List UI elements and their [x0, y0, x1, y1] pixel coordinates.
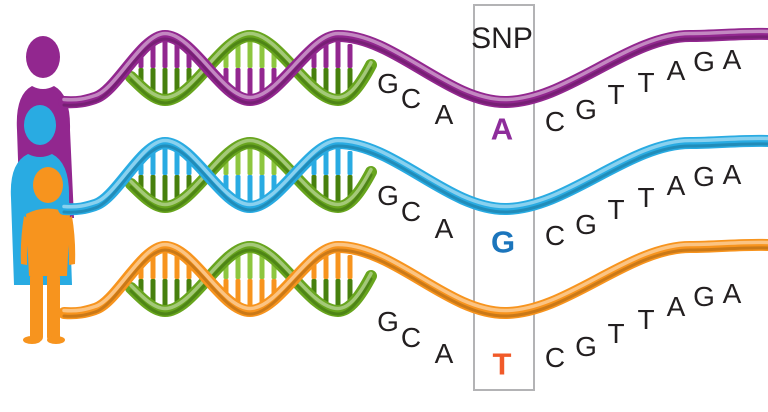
snp-allele-row-3: T [492, 346, 512, 382]
snp-label: SNP [471, 22, 533, 55]
sequence-letter: G [377, 68, 399, 99]
sequence-letter: T [637, 182, 655, 213]
sequence-letter: A [722, 278, 742, 309]
sequence-letter: T [607, 194, 625, 225]
sequence-letter: G [693, 281, 715, 312]
sequence-letter: A [666, 170, 686, 201]
snp-allele-row-2: G [490, 224, 516, 260]
sequence-letter: C [400, 83, 422, 114]
sequence-letter: C [544, 342, 566, 373]
sequence-letter: C [544, 220, 566, 251]
sequence-letter: T [607, 318, 625, 349]
sequence-letter: C [400, 196, 422, 227]
sequence-letter: G [575, 209, 597, 240]
sequence-letter: G [377, 180, 399, 211]
sequence-letter: A [434, 338, 454, 369]
dna-helix-row-3 [64, 242, 768, 316]
sequence-letter: G [377, 306, 399, 337]
sequence-letter: A [666, 291, 686, 322]
sequence-letter: A [722, 44, 742, 75]
sequence-letter: T [637, 304, 655, 335]
sequence-letter: A [434, 99, 454, 130]
sequence-letter: T [637, 67, 655, 98]
snp-allele-row-1: A [490, 111, 514, 147]
sequence-letter: G [575, 94, 597, 125]
sequence-letter: C [544, 106, 566, 137]
sequence-letter: G [575, 331, 597, 362]
sequence-letter: G [693, 46, 715, 77]
sequence-letter: T [607, 79, 625, 110]
sequence-letter: G [693, 161, 715, 192]
sequence-letter: A [722, 159, 742, 190]
sequence-letter: A [434, 213, 454, 244]
person-3-silhouette [20, 167, 76, 344]
sequence-letter: C [400, 322, 422, 353]
sequence-letter: A [666, 55, 686, 86]
